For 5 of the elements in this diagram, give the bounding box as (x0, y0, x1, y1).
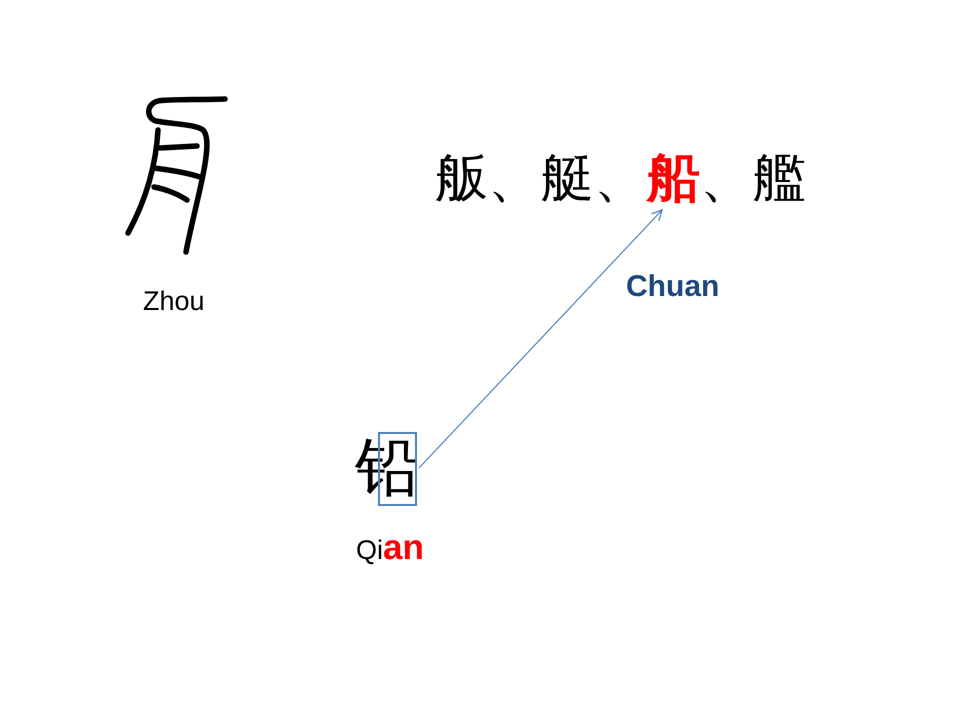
character-list: 舨、艇、船、艦 (435, 148, 806, 210)
pinyin-label: Chuan (626, 269, 720, 305)
pinyin-label: Qian (356, 527, 424, 569)
arrow (418, 209, 663, 468)
pinyin-label: Zhou (143, 285, 205, 318)
